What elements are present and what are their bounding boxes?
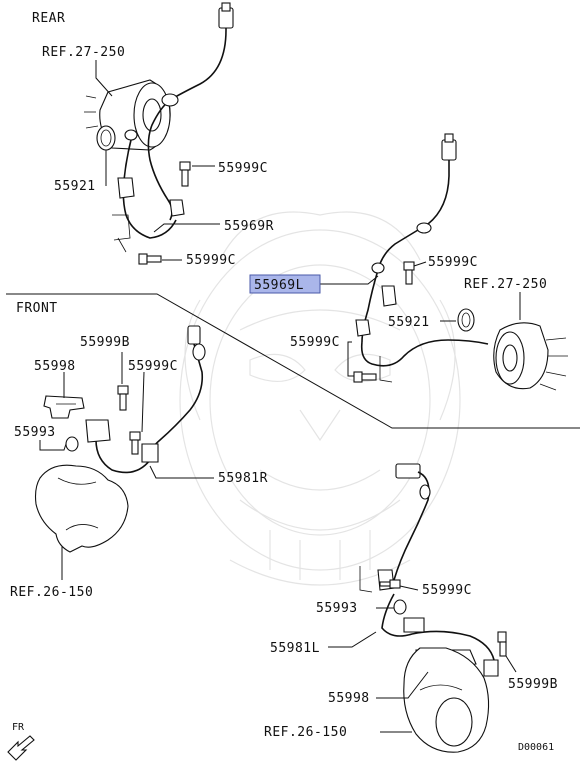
highlight-55969l	[249, 274, 321, 294]
leader-lines	[39, 60, 521, 733]
section-front-label: FRONT	[16, 301, 58, 316]
diagram-code: D00061	[518, 742, 554, 753]
part-55999c-b[interactable]: 55999C	[186, 253, 236, 268]
part-55999b-right[interactable]: 55999B	[508, 677, 558, 692]
part-55969l[interactable]: 55969L	[254, 278, 304, 293]
ref-26-150-left[interactable]: REF.26-150	[10, 585, 93, 600]
part-55993-left[interactable]: 55993	[14, 425, 56, 440]
part-55999c-f[interactable]: 55999C	[422, 583, 472, 598]
part-55921-right[interactable]: 55921	[388, 315, 430, 330]
rear-left-assembly	[84, 2, 234, 265]
labels: REAR FRONT REF.27-250 55921 55999C 55969…	[10, 11, 558, 753]
part-55999c-a[interactable]: 55999C	[218, 161, 268, 176]
rear-right-assembly	[353, 133, 568, 391]
part-55998-right[interactable]: 55998	[328, 691, 370, 706]
part-55981r[interactable]: 55981R	[218, 471, 268, 486]
ref-27-250-rear-right[interactable]: REF.27-250	[464, 277, 547, 292]
front-direction-arrow: FR	[7, 722, 35, 761]
ref-26-150-right[interactable]: REF.26-150	[264, 725, 347, 740]
section-divider	[6, 293, 580, 429]
ref-27-250-rear-left[interactable]: REF.27-250	[42, 45, 125, 60]
front-right-assembly	[359, 463, 507, 753]
fr-arrow-icon	[7, 735, 35, 761]
front-left-assembly	[34, 325, 206, 553]
part-55999c-d[interactable]: 55999C	[290, 335, 340, 350]
part-55969r[interactable]: 55969R	[224, 219, 274, 234]
part-55993-right[interactable]: 55993	[316, 601, 358, 616]
fr-label: FR	[12, 722, 25, 733]
part-55999b-left[interactable]: 55999B	[80, 335, 130, 350]
part-55981l[interactable]: 55981L	[270, 641, 320, 656]
section-rear-label: REAR	[32, 11, 65, 26]
part-55999c-c[interactable]: 55999C	[428, 255, 478, 270]
part-55921-left[interactable]: 55921	[54, 179, 96, 194]
part-55999c-e[interactable]: 55999C	[128, 359, 178, 374]
part-55998-left[interactable]: 55998	[34, 359, 76, 374]
